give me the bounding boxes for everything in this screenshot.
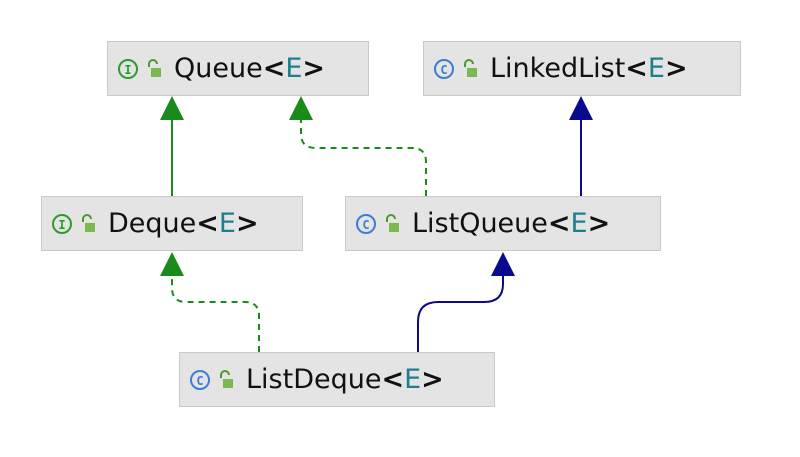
arrowhead-queue-from-deque (160, 96, 184, 120)
type-open: < (625, 53, 648, 84)
node-label: Queue<E> (174, 53, 325, 84)
edge-listdeque-implements-deque (171, 274, 260, 352)
unlocked-public-icon (148, 58, 161, 77)
type-parameter: E (218, 208, 236, 239)
arrowhead-deque-from-listdeque (160, 252, 184, 276)
node-listqueue[interactable]: C ListQueue<E> (345, 196, 661, 251)
node-label: Deque<E> (108, 208, 259, 239)
class-icon: C (190, 369, 210, 390)
class-icon: C (434, 58, 454, 79)
type-parameter: E (570, 208, 588, 239)
arrowhead-queue-from-listqueue (289, 96, 313, 120)
unlocked-public-icon (220, 369, 233, 388)
type-open: < (381, 364, 405, 395)
type-close: > (302, 53, 326, 84)
class-icon: C (356, 213, 376, 234)
class-name: Queue (174, 53, 263, 84)
type-parameter: E (647, 53, 665, 84)
type-open: < (547, 208, 571, 239)
node-label: ListQueue<E> (412, 208, 610, 239)
type-open: < (196, 208, 219, 239)
interface-icon: I (52, 213, 72, 234)
type-open: < (262, 53, 286, 84)
interface-icon: I (118, 58, 138, 79)
unlocked-public-icon (82, 213, 95, 232)
node-queue[interactable]: I Queue<E> (107, 41, 369, 96)
class-name: Deque (108, 208, 197, 239)
node-label: ListDeque<E> (246, 364, 444, 395)
type-parameter: E (285, 53, 303, 84)
type-close: > (587, 208, 611, 239)
class-name: LinkedList (490, 53, 626, 84)
unlocked-public-icon (386, 213, 399, 232)
type-close: > (421, 364, 444, 395)
node-label: LinkedList<E> (490, 53, 688, 84)
arrowhead-listqueue-from-listdeque (491, 252, 515, 276)
type-parameter: E (404, 364, 422, 395)
arrowhead-linkedlist-from-listqueue (569, 96, 593, 120)
type-close: > (235, 208, 259, 239)
node-deque[interactable]: I Deque<E> (41, 196, 303, 251)
edge-listdeque-extends-listqueue (417, 274, 504, 352)
node-linkedlist[interactable]: C LinkedList<E> (423, 41, 741, 96)
unlocked-public-icon (464, 58, 477, 77)
edge-listqueue-implements-queue (300, 118, 427, 196)
type-close: > (664, 53, 688, 84)
class-name: ListDeque (246, 364, 382, 395)
node-listdeque[interactable]: C ListDeque<E> (179, 352, 495, 407)
class-name: ListQueue (412, 208, 548, 239)
